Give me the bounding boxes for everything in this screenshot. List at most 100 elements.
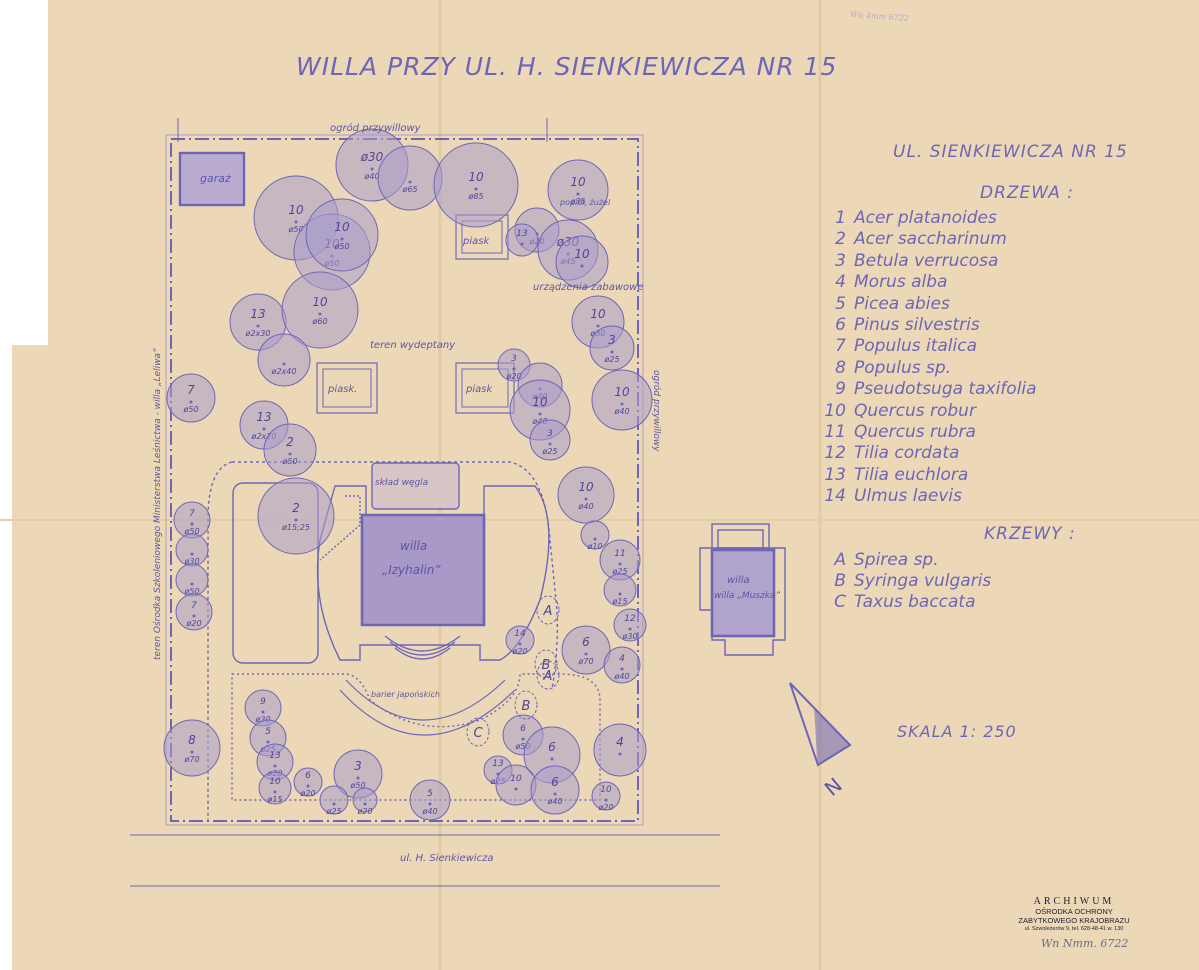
tree-canopy: 10 [555,235,609,289]
shrub-letter: B [542,658,551,673]
tree-canopy: ø25 [319,785,349,816]
tree-canopy: ø2x40 [257,333,311,387]
tree-diameter: ø70 [577,657,593,666]
tree-trunk [584,497,588,501]
tree-canopy: ø50 [175,563,209,597]
tree-species-number: 10 [468,170,484,184]
shrub-legend-item: C Taxus baccata [820,592,976,612]
shrub: A [536,595,560,625]
villa-name-label: „Izyhalin” [382,563,441,577]
shrub-legend-item: B Syringa vulgaris [820,571,991,591]
tree-crown [529,419,571,461]
tree-crown [257,477,335,555]
tree-legend-species: Populus italica [854,336,977,357]
tree-canopy: ø10 [580,520,610,551]
villa-muszka-name: willa „Muszka” [714,591,781,601]
tree-diameter: ø30 [183,557,199,566]
map-title: WILLA PRZY UL. H. SIENKIEWICZA NR 15 [296,52,838,81]
tree-trunk [256,324,260,328]
garage [178,151,246,207]
tree-crown [603,646,641,684]
tree-diameter: ø2x30 [245,329,271,338]
tree-legend-number: 14 [824,486,846,507]
shrub-legend-species: Syringa vulgaris [854,571,992,591]
tree-species-number: 11 [614,549,625,559]
tree-species-number: 6 [582,635,590,649]
tree-crown [589,325,635,371]
scale-label: SKALA 1: 250 [897,722,1017,741]
sandbox [316,362,378,414]
tree-species-number: 3 [547,429,553,439]
tree-canopy: 13 [505,223,539,257]
tree-trunk [584,652,588,656]
tree-crown [281,271,359,349]
tree-diameter: ø40 [613,672,629,681]
tree-species-number: 4 [616,735,624,749]
tree-crown [505,223,539,257]
tree-species-number: 10 [574,247,590,261]
tree-trunk [282,362,286,366]
tree-trunk [306,784,310,788]
shrub-legend-species: Taxus baccata [854,592,976,612]
tree-legend-number: 8 [835,357,846,378]
stamp-line: ul. Szwoleżerów 9, tel. 628-48-41 w. 130 [1024,926,1124,932]
tree-diameter: ø15;25 [281,523,310,532]
tree-trunk [596,324,600,328]
tree-diameter: ø40 [421,807,437,816]
tree-crown [495,764,537,806]
tree-diameter: ø50 [281,457,297,466]
shrub-legend-letter: C [834,592,846,612]
tree-trunk [618,562,622,566]
sandbox-label: piask. [327,384,357,395]
tree-diameter: ø15 [266,795,282,804]
tree-canopy: ø30 [175,533,209,567]
tree-species-number: 13 [269,751,281,761]
lower-garden [231,673,601,801]
tree-legend-number: 1 [835,208,846,228]
tree-legend-number: 13 [824,464,846,485]
tree-layer: 10ø5010ø5010ø50ø30ø40ø6510ø8510ø35ø2013ø… [163,128,653,821]
tree-legend-species: Quercus rubra [854,422,976,442]
tree-diameter: ø50 [333,242,349,251]
tree-trunk [370,167,374,171]
shrub-legend-letter: B [834,571,846,591]
trampled-area-label: teren wydeptany [370,340,456,351]
tree-diameter: ø30 [621,632,637,641]
trees-heading: DRZEWA : [980,183,1075,203]
sandbox-label: piask [465,384,493,395]
tree-trunk [332,802,336,806]
tree-diameter: ø25 [325,807,341,816]
tree-crown [433,142,519,228]
tree-species-number: 13 [256,410,271,424]
terrace-arc [345,679,506,721]
tree-species-number: 10 [614,385,630,399]
north-arrow [789,682,852,767]
sandbox [455,362,515,414]
tree-species-number: 4 [619,654,625,664]
tree-trunk [189,400,193,404]
tree-species-number: ø30 [360,150,384,164]
tree-trunk [604,798,608,802]
tree-trunk [190,552,194,556]
tree-trunk [356,776,360,780]
tree-legend-species: Pseudotsuga taxifolia [854,379,1037,400]
shrub-outline [534,649,558,679]
tree-canopy: 6 ø70 [561,625,611,675]
shrub-outline [536,595,560,625]
tree-crown [352,787,378,813]
tree-diameter: ø60 [311,317,327,326]
tree-species-number: 3 [608,333,616,347]
tree-diameter: ø10 [586,542,602,551]
shrub-letter: B [522,699,531,714]
tree-diameter: ø50 [183,527,199,536]
villa-izyhalin [360,513,486,627]
